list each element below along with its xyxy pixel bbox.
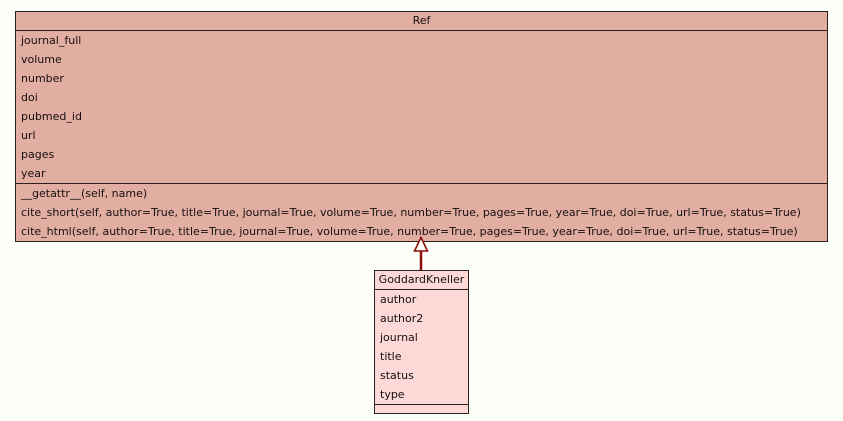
attribute-row: number — [21, 72, 64, 85]
method-row: __getattr__(self, name) — [21, 187, 148, 200]
inheritance-arrow — [413, 236, 429, 272]
class-methods-ref: __getattr__(self, name) cite_short(self,… — [16, 183, 827, 241]
attribute-row: type — [380, 388, 405, 401]
class-title-goddardkneller: GoddardKneller — [375, 271, 468, 290]
attribute-row: pubmed_id — [21, 110, 82, 123]
class-attributes-ref: journal_full volume number doi pubmed_id… — [16, 31, 827, 183]
attribute-row: journal_full — [21, 34, 82, 47]
class-box-ref: Ref journal_full volume number doi pubme… — [15, 11, 828, 242]
class-methods-goddardkneller-empty — [375, 404, 468, 413]
attribute-row: title — [380, 350, 402, 363]
attribute-row: status — [380, 369, 414, 382]
attribute-row: url — [21, 129, 36, 142]
method-row: cite_html(self, author=True, title=True,… — [21, 225, 798, 238]
attribute-row: author — [380, 293, 417, 306]
inheritance-arrow-triangle — [413, 236, 429, 252]
attribute-row: year — [21, 167, 46, 180]
attribute-row: doi — [21, 91, 38, 104]
class-attributes-goddardkneller: author author2 journal title status type — [375, 290, 468, 404]
attribute-row: pages — [21, 148, 55, 161]
method-row: cite_short(self, author=True, title=True… — [21, 206, 801, 219]
class-title-ref: Ref — [16, 12, 827, 31]
attribute-row: author2 — [380, 312, 424, 325]
attribute-row: volume — [21, 53, 62, 66]
class-box-goddardkneller: GoddardKneller author author2 journal ti… — [374, 270, 469, 414]
attribute-row: journal — [380, 331, 418, 344]
